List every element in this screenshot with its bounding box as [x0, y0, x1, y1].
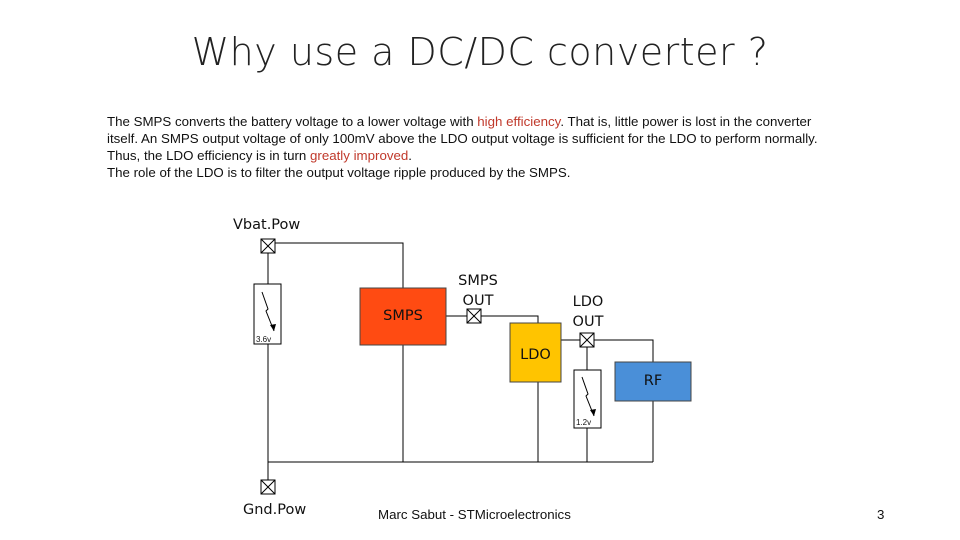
page-number: 3 [877, 507, 885, 522]
highlight-high-efficiency: high efficiency [477, 114, 561, 129]
battery-source [253, 283, 282, 345]
ldo-out-label: LDO OUT [562, 292, 614, 332]
rf-label: RF [643, 373, 663, 389]
smps-out-label-line1: SMPS [458, 273, 498, 289]
slide-title: Why use a DC/DC converter ? [191, 30, 769, 74]
text-segment: . That is, little power is lost in the c… [107, 114, 818, 163]
vbat-testpoint-icon [260, 238, 276, 254]
wire-ldo-out-to-rf [587, 339, 654, 362]
ldo-block [509, 322, 562, 383]
smps-out-label: SMPS OUT [450, 271, 506, 311]
gnd-testpoint-icon [260, 479, 276, 495]
description-paragraph-2: The role of the LDO is to filter the out… [107, 165, 571, 180]
wire-vbat-to-smps [267, 242, 404, 288]
ldo-out-testpoint-icon [579, 332, 595, 348]
battery-voltage-label: 3.6v [256, 335, 272, 344]
smps-block [359, 287, 447, 346]
highlight-greatly-improved: greatly improved [310, 148, 409, 163]
text-segment: The SMPS converts the battery voltage to… [107, 114, 478, 129]
smps-out-label-line2: OUT [462, 293, 494, 309]
description-paragraph-1: The SMPS converts the battery voltage to… [107, 113, 827, 164]
smps-label: SMPS [383, 308, 423, 324]
footer-author: Marc Sabut - STMicroelectronics [378, 507, 571, 522]
wire-smps-to-ldo [474, 315, 539, 323]
ldo-out-label-line2: OUT [572, 314, 604, 330]
ldo-voltage-label: 1.2v [576, 418, 592, 427]
smps-out-testpoint-icon [466, 308, 482, 324]
description-text: The SMPS converts the battery voltage to… [107, 113, 827, 181]
rf-block [614, 361, 692, 402]
ldo-load-source [573, 369, 602, 429]
vbat-label: Vbat.Pow [233, 217, 301, 233]
gnd-label: Gnd.Pow [243, 502, 307, 518]
ldo-out-label-line1: LDO [572, 294, 604, 310]
text-segment: . [408, 148, 412, 163]
ldo-label: LDO [520, 347, 551, 363]
